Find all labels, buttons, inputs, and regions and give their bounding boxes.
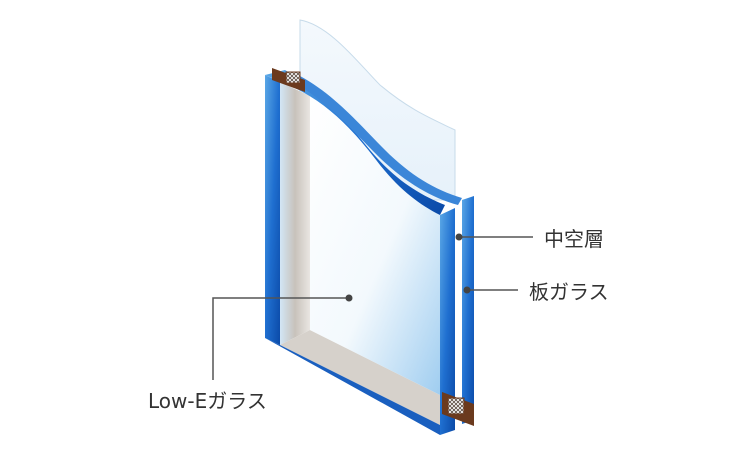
label-hollow-layer: 中空層 [544, 227, 604, 251]
front-glass-top-edge [265, 70, 445, 215]
front-glass-left-edge [265, 75, 280, 345]
label-plate-glass: 板ガラス [529, 280, 609, 304]
marker-hollow-layer [455, 233, 463, 241]
front-glass-face [310, 96, 440, 395]
marker-plate-glass [463, 286, 471, 294]
front-glass-right-edge [440, 208, 455, 435]
label-low-e-glass: Low-Eガラス [148, 389, 267, 413]
spacer-top [272, 68, 305, 92]
leader-line-low-e-glass [212, 297, 349, 380]
rear-glass-top-edge [300, 76, 462, 205]
spacer-frame-left [280, 82, 310, 345]
spacer-bottom [442, 392, 474, 426]
rear-glass-right-edge [462, 196, 474, 424]
marker-low-e-glass [345, 294, 353, 302]
front-glass-bottom-edge [265, 338, 440, 435]
spacer-frame-bottom [280, 330, 440, 425]
